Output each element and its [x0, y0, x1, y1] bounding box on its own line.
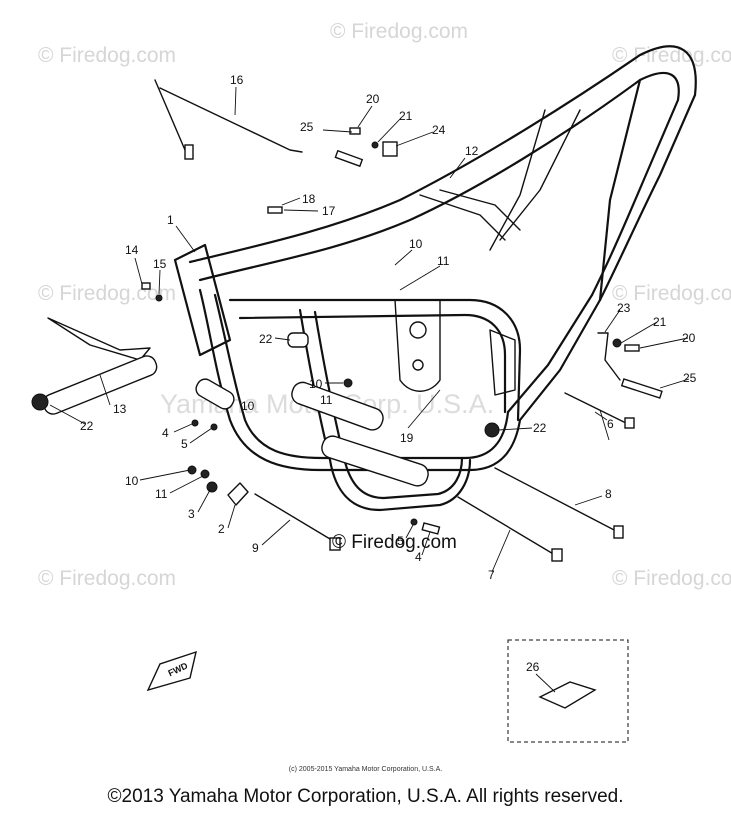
- callout-24: 24: [432, 123, 446, 137]
- callout-6: 6: [607, 417, 614, 431]
- callout-14: 14: [125, 243, 139, 257]
- callout-11: 11: [437, 254, 450, 268]
- part-13-bracket: [31, 317, 158, 415]
- callout-22: 22: [80, 419, 94, 433]
- watermark-low-left: © Firedog.com: [38, 567, 176, 590]
- callout-4: 4: [162, 426, 169, 440]
- motorcycle-frame: [173, 45, 697, 512]
- callout-10: 10: [309, 377, 323, 391]
- callout-3: 3: [188, 507, 195, 521]
- watermark-top-left: © Firedog.com: [38, 44, 176, 67]
- callouts: 1 2 3 4 4 5 5 6 7 8 9 10 10 10 10 11 11 …: [80, 73, 697, 674]
- callout-25: 25: [300, 120, 314, 134]
- callout-19: 19: [400, 431, 414, 445]
- callout-11: 11: [320, 393, 333, 407]
- watermark-top-center: © Firedog.com: [330, 20, 468, 43]
- watermark-mid-left: © Firedog.com: [38, 282, 176, 305]
- callout-22: 22: [259, 332, 273, 346]
- callout-9: 9: [252, 541, 259, 555]
- leader-lines: [49, 86, 690, 693]
- callout-10: 10: [125, 474, 139, 488]
- callout-10: 10: [241, 399, 255, 413]
- part-26-inset: [507, 639, 629, 743]
- callout-17: 17: [322, 204, 336, 218]
- callout-5: 5: [397, 534, 404, 548]
- part-16-rod: [154, 79, 303, 160]
- callout-20: 20: [366, 92, 380, 106]
- callout-26: 26: [526, 660, 540, 674]
- callout-16: 16: [230, 73, 244, 87]
- watermark-top-right: © Firedog.com: [612, 44, 731, 67]
- callout-13: 13: [113, 402, 127, 416]
- callout-22: 22: [533, 421, 547, 435]
- watermark-mid-right: © Firedog.com: [612, 282, 731, 305]
- callout-25: 25: [683, 371, 697, 385]
- copyright-text: ©2013 Yamaha Motor Corporation, U.S.A. A…: [107, 786, 624, 807]
- callout-5: 5: [181, 437, 188, 451]
- fwd-arrow: FWD: [146, 650, 197, 692]
- footer-note: (c) 2005-2015 Yamaha Motor Corporation, …: [288, 766, 443, 773]
- callout-21: 21: [653, 315, 667, 329]
- watermark-low-right: © Firedog.com: [612, 567, 731, 590]
- callout-1: 1: [167, 213, 174, 227]
- callout-8: 8: [605, 487, 612, 501]
- callout-7: 7: [488, 568, 495, 582]
- callout-10: 10: [409, 237, 423, 251]
- callout-11: 11: [155, 487, 168, 501]
- callout-15: 15: [153, 257, 167, 271]
- callout-21: 21: [399, 109, 413, 123]
- center-credit: © Firedog.com: [332, 532, 457, 553]
- callout-23: 23: [617, 301, 631, 315]
- long-bolts: [254, 378, 663, 562]
- callout-12: 12: [465, 144, 479, 158]
- callout-20: 20: [682, 331, 696, 345]
- callout-2: 2: [218, 522, 225, 536]
- callout-18: 18: [302, 192, 316, 206]
- fasteners: [141, 127, 640, 535]
- callout-4: 4: [415, 550, 422, 564]
